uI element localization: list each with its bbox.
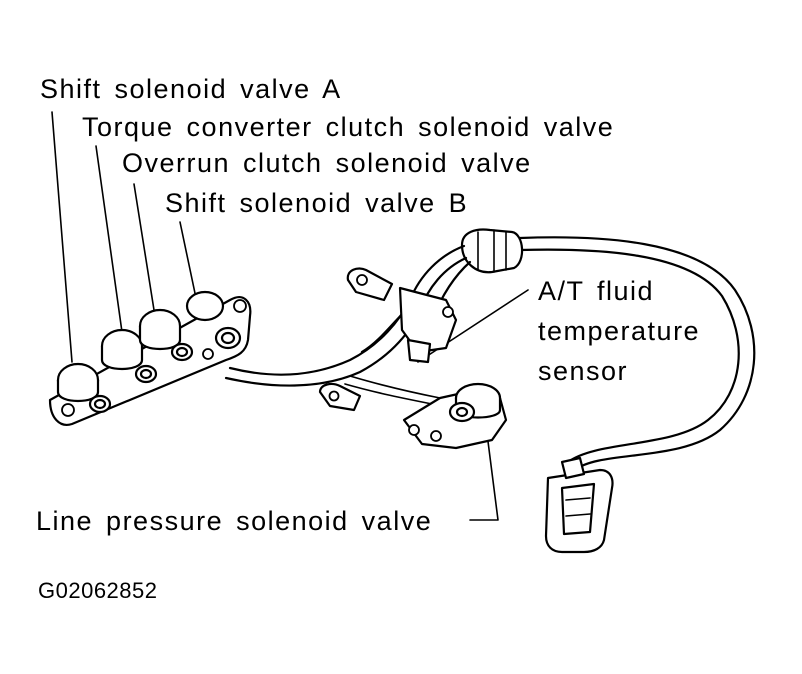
label-line-pressure: Line pressure solenoid valve: [36, 506, 432, 536]
shift-solenoid-b-part: [185, 290, 242, 350]
harness-cable: [518, 236, 756, 472]
harness-connector: [544, 456, 614, 554]
leader-shift-a: [51, 111, 73, 363]
label-shift-solenoid-a: Shift solenoid valve A: [40, 74, 342, 104]
cable-grommet: [460, 228, 524, 274]
figure-code: G02062852: [38, 578, 158, 603]
label-shift-solenoid-b: Shift solenoid valve B: [165, 188, 468, 218]
label-fluid-temp-1: A/T fluid: [538, 276, 654, 306]
leader-line-pressure: [469, 409, 499, 521]
leader-overrun: [133, 183, 155, 311]
leader-shift-b: [179, 221, 197, 299]
solenoid-assembly: [48, 290, 252, 426]
leader-lines: [51, 111, 529, 521]
label-torque-converter-clutch: Torque converter clutch solenoid valve: [82, 112, 614, 142]
label-overrun-clutch: Overrun clutch solenoid valve: [122, 148, 532, 178]
overrun-solenoid-part: [138, 308, 194, 362]
leader-tcc: [95, 145, 123, 333]
label-fluid-temp-2: temperature: [538, 316, 700, 346]
line-pressure-solenoid-part: [402, 382, 508, 450]
tcc-solenoid-part: [100, 328, 158, 384]
wire-bracket: [318, 267, 458, 412]
shift-solenoid-a-part: [56, 362, 112, 414]
label-fluid-temp-3: sensor: [538, 356, 628, 386]
